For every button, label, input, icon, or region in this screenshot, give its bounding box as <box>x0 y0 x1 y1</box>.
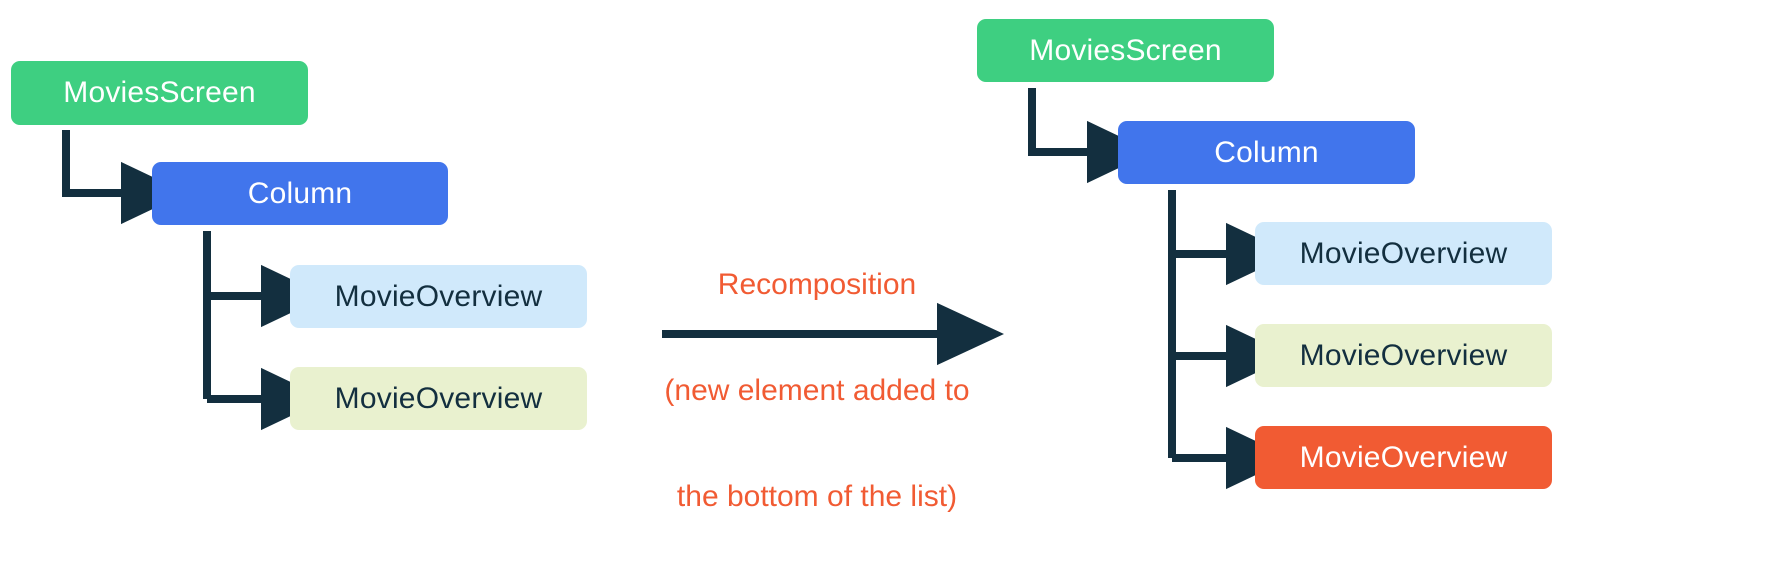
right-connector-column-to-children <box>1168 190 1292 490</box>
left-node-movie-overview-2-label: MovieOverview <box>334 381 543 415</box>
right-node-movie-overview-3-label: MovieOverview <box>1299 440 1508 474</box>
right-node-movies-screen-label: MoviesScreen <box>1029 33 1222 67</box>
left-node-column[interactable]: Column <box>152 162 448 225</box>
right-node-movie-overview-3[interactable]: MovieOverview <box>1255 426 1552 489</box>
transition-caption-line-3: the bottom of the list) <box>676 480 958 514</box>
left-connector-moviesscreen-to-column <box>62 130 187 225</box>
right-node-movie-overview-2-label: MovieOverview <box>1299 338 1508 372</box>
right-node-movies-screen[interactable]: MoviesScreen <box>977 19 1274 82</box>
left-node-movie-overview-1-label: MovieOverview <box>334 279 543 313</box>
transition-caption-line-2: (new element added to <box>664 373 970 407</box>
right-node-column-label: Column <box>1214 135 1319 169</box>
left-node-column-label: Column <box>247 176 353 210</box>
right-node-movie-overview-1-label: MovieOverview <box>1299 236 1508 270</box>
right-node-movie-overview-2[interactable]: MovieOverview <box>1255 324 1552 387</box>
left-connector-column-to-children <box>203 231 327 431</box>
left-node-movie-overview-2[interactable]: MovieOverview <box>290 367 587 430</box>
left-node-movies-screen[interactable]: MoviesScreen <box>11 61 308 125</box>
left-node-movie-overview-1[interactable]: MovieOverview <box>290 265 587 328</box>
transition-caption: Recomposition (new element added to the … <box>632 196 1002 584</box>
left-node-movies-screen-label: MoviesScreen <box>63 76 256 109</box>
right-node-column[interactable]: Column <box>1118 121 1415 184</box>
right-connector-moviesscreen-to-column <box>1028 88 1153 184</box>
transition-caption-line-1: Recomposition <box>717 267 917 301</box>
right-node-movie-overview-1[interactable]: MovieOverview <box>1255 222 1552 285</box>
